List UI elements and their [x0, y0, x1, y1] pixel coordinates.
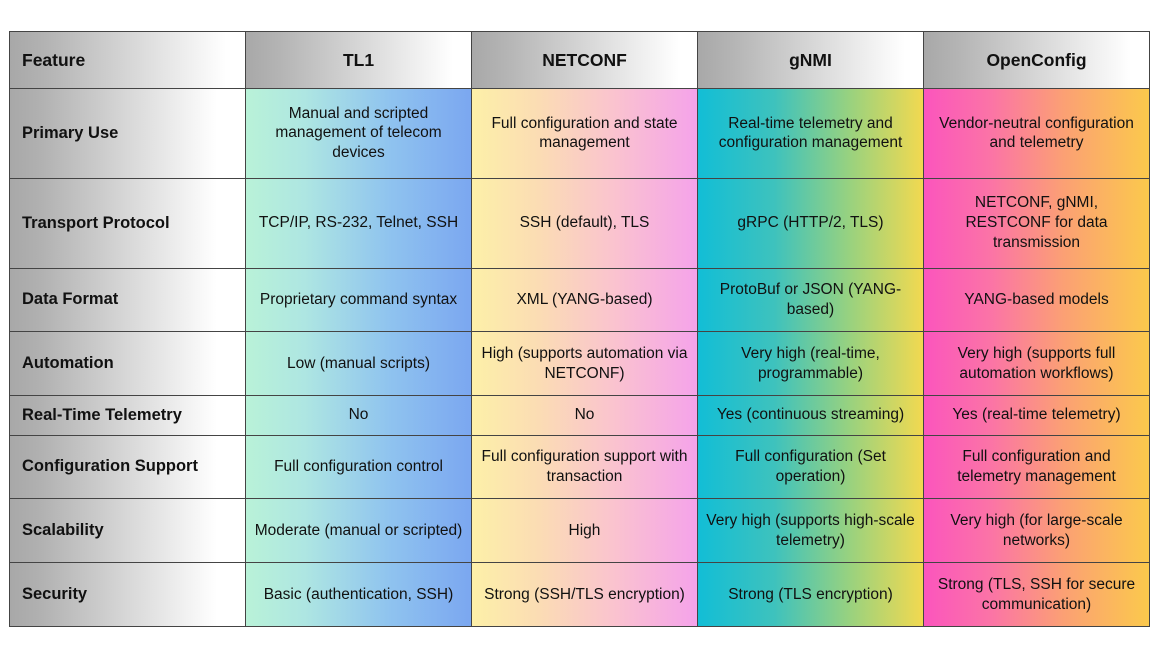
table-row: Data Format Proprietary command syntax X…	[9, 267, 1150, 333]
row-label-configuration-support: Configuration Support	[9, 434, 246, 500]
row-label-primary-use: Primary Use	[9, 88, 246, 179]
cell-openconfig: Yes (real-time telemetry)	[923, 395, 1150, 436]
cell-gnmi: Yes (continuous streaming)	[697, 395, 924, 436]
cell-gnmi: Strong (TLS encryption)	[697, 562, 924, 627]
cell-openconfig: YANG-based models	[923, 267, 1150, 333]
cell-tl1: TCP/IP, RS-232, Telnet, SSH	[245, 177, 472, 269]
row-label-data-format: Data Format	[9, 267, 246, 333]
cell-tl1: Manual and scripted management of teleco…	[245, 88, 472, 179]
column-header-feature: Feature	[9, 31, 246, 89]
cell-gnmi: gRPC (HTTP/2, TLS)	[697, 177, 924, 269]
row-label-automation: Automation	[9, 331, 246, 397]
cell-gnmi: Real-time telemetry and configuration ma…	[697, 88, 924, 179]
row-label-scalability: Scalability	[9, 498, 246, 564]
column-header-gnmi: gNMI	[697, 31, 924, 89]
table-row: Configuration Support Full configuration…	[9, 434, 1150, 500]
cell-netconf: Strong (SSH/TLS encryption)	[471, 562, 698, 627]
cell-netconf: Full configuration and state management	[471, 88, 698, 179]
row-label-real-time-telemetry: Real-Time Telemetry	[9, 395, 246, 436]
cell-openconfig: NETCONF, gNMI, RESTCONF for data transmi…	[923, 177, 1150, 269]
table-header: Feature TL1 NETCONF gNMI OpenConfig	[9, 31, 1150, 89]
cell-tl1: Moderate (manual or scripted)	[245, 498, 472, 564]
cell-netconf: XML (YANG-based)	[471, 267, 698, 333]
row-label-transport-protocol: Transport Protocol	[9, 177, 246, 269]
cell-openconfig: Very high (for large-scale networks)	[923, 498, 1150, 564]
table-row: Security Basic (authentication, SSH) Str…	[9, 562, 1150, 627]
table-row: Primary Use Manual and scripted manageme…	[9, 88, 1150, 179]
column-header-openconfig: OpenConfig	[923, 31, 1150, 89]
table-row: Scalability Moderate (manual or scripted…	[9, 498, 1150, 564]
cell-tl1: Full configuration control	[245, 434, 472, 500]
cell-netconf: SSH (default), TLS	[471, 177, 698, 269]
cell-gnmi: Very high (real-time, programmable)	[697, 331, 924, 397]
table-row: Automation Low (manual scripts) High (su…	[9, 331, 1150, 397]
column-header-netconf: NETCONF	[471, 31, 698, 89]
cell-tl1: Basic (authentication, SSH)	[245, 562, 472, 627]
cell-netconf: High	[471, 498, 698, 564]
cell-openconfig: Very high (supports full automation work…	[923, 331, 1150, 397]
cell-netconf: No	[471, 395, 698, 436]
cell-netconf: Full configuration support with transact…	[471, 434, 698, 500]
cell-openconfig: Vendor-neutral configuration and telemet…	[923, 88, 1150, 179]
table-body: Primary Use Manual and scripted manageme…	[9, 88, 1150, 627]
cell-openconfig: Full configuration and telemetry managem…	[923, 434, 1150, 500]
column-header-tl1: TL1	[245, 31, 472, 89]
cell-tl1: Low (manual scripts)	[245, 331, 472, 397]
cell-tl1: Proprietary command syntax	[245, 267, 472, 333]
comparison-table-container: Feature TL1 NETCONF gNMI OpenConfig Prim…	[9, 31, 1150, 627]
cell-gnmi: Full configuration (Set operation)	[697, 434, 924, 500]
cell-gnmi: ProtoBuf or JSON (YANG-based)	[697, 267, 924, 333]
table-header-row: Feature TL1 NETCONF gNMI OpenConfig	[9, 31, 1150, 89]
row-label-security: Security	[9, 562, 246, 627]
table-row: Real-Time Telemetry No No Yes (continuou…	[9, 395, 1150, 436]
cell-gnmi: Very high (supports high-scale telemetry…	[697, 498, 924, 564]
cell-tl1: No	[245, 395, 472, 436]
protocol-comparison-table: Feature TL1 NETCONF gNMI OpenConfig Prim…	[9, 31, 1150, 627]
cell-openconfig: Strong (TLS, SSH for secure communicatio…	[923, 562, 1150, 627]
table-row: Transport Protocol TCP/IP, RS-232, Telne…	[9, 177, 1150, 269]
cell-netconf: High (supports automation via NETCONF)	[471, 331, 698, 397]
